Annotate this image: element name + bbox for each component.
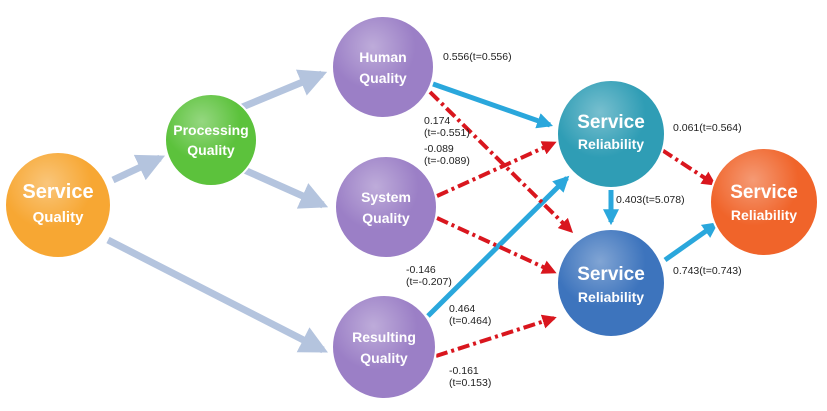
label-human-to-bottom-2: (t=-0.551) (424, 127, 470, 139)
node-human-quality: Human Quality (331, 15, 435, 119)
label-system-to-bottom-1: -0.146 (406, 264, 436, 276)
label-resulting-to-bottom-1: -0.161 (449, 365, 479, 377)
label-top-to-final: 0.061(t=0.564) (673, 122, 742, 134)
label-system-to-top-1: -0.089 (424, 143, 454, 155)
path-resulting-to-reliability-bottom (435, 314, 557, 358)
node-service-reliability-bottom: Service Reliability (556, 228, 666, 338)
node-service-quality-line2: Quality (33, 209, 85, 226)
node-system-quality: System Quality (334, 155, 438, 259)
node-service-reliability-final: Service Reliability (709, 147, 819, 257)
node-processing-quality: Processing Quality (164, 93, 258, 187)
node-service-reliability-bottom-line2: Reliability (578, 289, 644, 305)
label-bottom-to-final: 0.743(t=0.743) (673, 265, 742, 277)
node-resulting-quality: Resulting Quality (331, 294, 437, 400)
path-resulting-to-reliability-top (426, 175, 570, 318)
node-service-reliability-bottom-line1: Service (577, 264, 645, 285)
node-human-quality-line2: Quality (359, 70, 407, 86)
node-service-quality: Service Quality (4, 151, 112, 259)
path-reliability-top-to-final (660, 148, 717, 186)
node-service-reliability-final-line2: Reliability (731, 207, 797, 223)
label-human-to-top: 0.556(t=0.556) (443, 51, 512, 63)
label-system-to-top-2: (t=-0.089) (424, 155, 470, 167)
node-system-quality-line2: Quality (362, 210, 410, 226)
label-resulting-to-bottom-2: (t=0.153) (449, 377, 491, 389)
path-reliability-bottom-to-final (663, 221, 719, 263)
node-human-quality-line1: Human (359, 49, 406, 65)
label-human-to-bottom-1: 0.174 (424, 115, 450, 127)
node-service-reliability-final-line1: Service (730, 182, 798, 203)
path-system-to-reliability-top (436, 141, 557, 198)
arrow-processing-to-system (238, 164, 329, 209)
node-processing-quality-line1: Processing (173, 122, 248, 138)
label-top-to-bottom: 0.403(t=5.078) (616, 194, 685, 206)
path-system-to-reliability-bottom (436, 216, 557, 274)
label-system-to-bottom-2: (t=-0.207) (406, 276, 452, 288)
arrow-service-to-resulting (106, 236, 328, 354)
label-resulting-to-top-1: 0.464 (449, 303, 475, 315)
node-service-reliability-top-line2: Reliability (578, 136, 644, 152)
node-processing-quality-line2: Quality (187, 142, 235, 158)
node-service-reliability-top: Service Reliability (556, 79, 666, 189)
label-resulting-to-top-2: (t=0.464) (449, 315, 491, 327)
node-resulting-quality-line1: Resulting (352, 329, 416, 345)
arrow-processing-to-human (238, 69, 328, 112)
node-resulting-quality-line2: Quality (360, 350, 408, 366)
node-service-reliability-top-line1: Service (577, 112, 645, 133)
node-system-quality-line1: System (361, 189, 411, 205)
node-service-quality-line1: Service (22, 181, 93, 203)
path-human-to-reliability-top (432, 81, 554, 129)
path-human-to-reliability-bottom (428, 90, 574, 234)
arrow-service-to-processing (111, 154, 166, 184)
